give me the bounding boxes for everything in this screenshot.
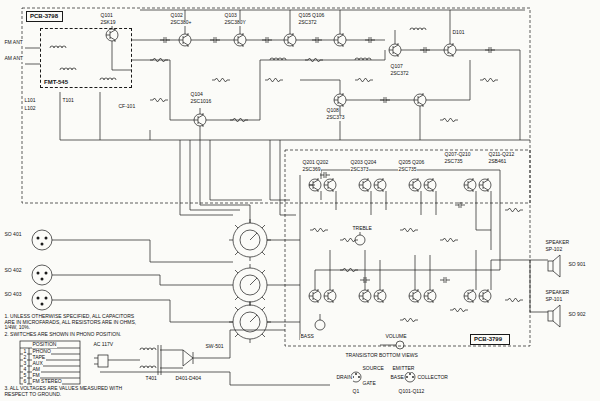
schematic-label: Q201 Q202 — [302, 160, 329, 166]
schematic-label: 2SC372 — [390, 71, 409, 77]
schematic-label: 2SC1016 — [190, 99, 212, 105]
capacitor-symbol — [160, 37, 495, 283]
schematic-label: 2SC380Y — [224, 20, 246, 26]
schematic-label: 2SC373 — [326, 115, 345, 121]
schematic-label: TRANSISTOR BOTTOM VIEWS — [345, 353, 418, 359]
schematic-label: 2SC369 — [302, 167, 321, 173]
schematic-label: Q205 Q206 — [398, 160, 425, 166]
schematic-label: L101 — [24, 98, 36, 104]
schematic-label: SP-101 — [545, 297, 563, 303]
schematic-label: BASS — [300, 334, 314, 340]
schematic-label: Q101 — [100, 13, 113, 19]
board-box: FMT-545 — [40, 28, 132, 88]
schematic-label: BASE — [390, 375, 404, 381]
schematic-label: D101 — [452, 30, 465, 36]
schematic-label: PHONO — [32, 349, 51, 355]
din-jack — [32, 230, 52, 310]
schematic-label: SPEAKER — [545, 290, 570, 296]
schematic-label: AUX — [32, 361, 43, 367]
schematic-label: Q211-Q212 — [488, 152, 515, 158]
schematic-label: COLLECTOR — [417, 375, 448, 381]
potentiometer-symbol — [315, 230, 404, 349]
board-name: FMT-545 — [44, 79, 68, 86]
schematic-label: AC 117V — [93, 342, 114, 348]
schematic-label: Q203 Q204 — [350, 160, 377, 166]
schematic-label: Q102 — [170, 13, 183, 19]
schematic-label: Q101-Q112 — [398, 389, 425, 395]
schematic-label: 1. UNLESS OTHERWISE SPECIFIED, ALL CAPAC… — [4, 314, 145, 331]
schematic-label: SO 902 — [568, 312, 586, 318]
schematic-label: 2SC373 — [350, 167, 369, 173]
schematic-label: CF-101 — [118, 104, 136, 110]
schematic-label: 3 — [23, 361, 27, 367]
schematic-label: D401-D404 — [175, 376, 202, 382]
board-outline — [285, 150, 530, 346]
schematic-label: Q1 — [352, 389, 360, 395]
schematic-label: GATE — [362, 381, 376, 387]
schematic-label: Q105 Q106 — [298, 13, 325, 19]
schematic-label: Q103 — [224, 13, 237, 19]
schematic-label: TREBLE — [352, 226, 372, 232]
schematic-label: AM ANT — [4, 56, 24, 62]
schematic-label: FM ANT — [4, 40, 23, 46]
schematic-label: T401 — [145, 376, 157, 382]
schematic-label: 2SC372 — [298, 20, 317, 26]
transistor-symbol — [106, 28, 491, 303]
schematic-label: 2SB461 — [488, 159, 507, 165]
power-plug — [94, 345, 193, 375]
schematic-label: Q104 — [190, 92, 203, 98]
schematic-label: SO 401 — [4, 232, 22, 238]
schematic-label: SOURCE — [362, 366, 384, 372]
schematic-label: 1 — [23, 349, 27, 355]
schematic-label: SW-501 — [205, 344, 224, 350]
schematic-label: SP-102 — [545, 247, 563, 253]
schematic-label: Q108 — [326, 108, 339, 114]
schematic-label: 4 — [23, 367, 27, 373]
board-box: PCB-3798 — [26, 11, 63, 22]
schematic-label: SO 402 — [4, 268, 22, 274]
schematic-label: SO 403 — [4, 292, 22, 298]
transistor-outline — [351, 372, 415, 382]
resistor-symbol — [150, 58, 523, 322]
schematic-label: VOLUME — [385, 334, 407, 340]
schematic-label: 2SC735 — [444, 159, 463, 165]
schematic-label: FM — [32, 373, 40, 379]
schematic-label: L102 — [24, 106, 36, 112]
schematic-label: 2SC380+ — [170, 20, 192, 26]
schematic-label: DRAIN — [336, 375, 353, 381]
schematic-label: TAPE — [32, 355, 46, 361]
schematic-label: EMITTER — [392, 366, 415, 372]
schematic-label: 2. SWITCHES ARE SHOWN IN PHONO POSITION. — [4, 332, 145, 338]
schematic-label: T101 — [62, 98, 74, 104]
schematic-label: Q107 — [390, 64, 403, 70]
position-table — [20, 341, 80, 384]
board-box: PCB-3799 — [470, 334, 510, 345]
board-name: PCB-3798 — [30, 13, 58, 20]
schematic-label: AM — [32, 367, 41, 373]
schematic-label: Q207-Q210 — [444, 152, 471, 158]
board-outline — [22, 8, 530, 203]
board-name: PCB-3799 — [474, 336, 502, 343]
schematic-label: 3. ALL VOLTAGES ARE VALUES MEASURED WITH… — [4, 386, 125, 397]
schematic-label: SO 901 — [568, 262, 586, 268]
schematic-label: FM STEREO — [32, 379, 62, 385]
schematic-label: 2 — [23, 355, 27, 361]
schematic-label: 5 — [23, 373, 27, 379]
schematic-label: SPEAKER — [545, 240, 570, 246]
schematic-label: 2SK19 — [100, 20, 116, 26]
schematic-label: 6 — [23, 379, 27, 385]
selector-switch — [229, 219, 271, 343]
schematic-label: POSITION — [32, 342, 57, 348]
schematic-label: 2SC735 — [398, 167, 417, 173]
